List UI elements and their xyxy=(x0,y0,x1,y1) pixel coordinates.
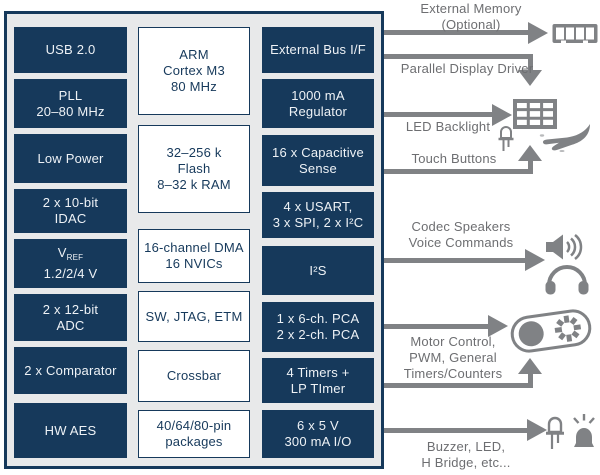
block-usart-spi-i2c-label: 4 x USART, 3 x SPI, 2 x I²C xyxy=(272,199,364,230)
block-timers-label: 4 Timers + LP TImer xyxy=(286,364,350,396)
block-i2s-label: I²S xyxy=(309,262,327,278)
block-comparator-label: 2 x Comparator xyxy=(24,362,117,378)
siren-icon xyxy=(570,412,598,455)
block-low-power: Low Power xyxy=(14,134,127,183)
arrow-led-backlight-head xyxy=(492,104,512,126)
block-debug: SW, JTAG, ETM xyxy=(138,291,250,342)
block-pll-label: PLL 20–80 MHz xyxy=(36,87,105,119)
block-capacitive-sense: 16 x Capacitive Sense xyxy=(262,135,374,186)
block-arm-core-label: ARM Cortex M3 80 MHz xyxy=(163,47,225,94)
block-flash-ram: 32–256 k Flash 8–32 k RAM xyxy=(138,125,250,213)
label-buzzer-led: Buzzer, LED, H Bridge, etc... xyxy=(421,439,511,470)
block-i2s: I²S xyxy=(262,246,374,295)
block-comparator: 2 x Comparator xyxy=(14,347,127,394)
block-idac-label: 2 x 10-bit IDAC xyxy=(42,195,99,226)
block-arm-core: ARM Cortex M3 80 MHz xyxy=(138,27,250,115)
arrow-touch-buttons-head xyxy=(518,145,542,161)
led-matrix-icon xyxy=(513,99,557,134)
block-crossbar: Crossbar xyxy=(138,350,250,402)
arrow-timers-head xyxy=(518,358,542,374)
arrow-touch-buttons-vshaft xyxy=(528,159,533,174)
block-pca: 1 x 6-ch. PCA 2 x 2-ch. PCA xyxy=(262,302,374,352)
headphones-icon xyxy=(544,263,590,300)
arrow-motor-shaft xyxy=(384,324,488,329)
arrow-external-memory-shaft xyxy=(384,30,528,35)
block-timers: 4 Timers + LP TImer xyxy=(262,358,374,403)
label-motor-control: Motor Control, PWM, General Timers/Count… xyxy=(403,334,503,381)
arrow-codec-shaft xyxy=(384,258,525,263)
block-flash-ram-label: 32–256 k Flash 8–32 k RAM xyxy=(157,145,231,192)
hand-touch-icon xyxy=(538,124,592,157)
block-crossbar-label: Crossbar xyxy=(166,368,222,383)
block-external-bus-label: External Bus I/F xyxy=(270,42,366,57)
block-io-label: 6 x 5 V 300 mA I/O xyxy=(284,418,352,449)
arrow-touch-buttons-shaft xyxy=(384,169,533,174)
arrow-led-backlight-shaft xyxy=(384,112,492,117)
block-hw-aes: HW AES xyxy=(14,403,127,458)
block-packages: 40/64/80-pin packages xyxy=(138,410,250,458)
motor-icon xyxy=(508,307,594,360)
arrow-timers-shaft xyxy=(384,383,533,388)
block-hw-aes-label: HW AES xyxy=(44,422,97,438)
block-debug-label: SW, JTAG, ETM xyxy=(145,308,243,324)
block-capacitive-sense-label: 16 x Capacitive Sense xyxy=(272,144,364,176)
label-touch-buttons: Touch Buttons xyxy=(411,151,497,166)
block-dma-nvic-label: 16-channel DMA 16 NVICs xyxy=(144,240,244,271)
block-io: 6 x 5 V 300 mA I/O xyxy=(262,410,374,458)
label-codec-speakers: Codec Speakers Voice Commands xyxy=(408,219,514,250)
speaker-icon xyxy=(546,233,586,266)
block-regulator-label: 1000 mA Regulator xyxy=(288,87,348,119)
arrow-motor-head xyxy=(488,315,508,337)
block-adc-label: 2 x 12-bit ADC xyxy=(42,301,99,333)
block-idac: 2 x 10-bit IDAC xyxy=(14,189,127,233)
arrow-parallel-display-shaft xyxy=(384,54,533,59)
label-led-backlight: LED Backlight xyxy=(405,119,491,134)
block-pll: PLL 20–80 MHz xyxy=(14,79,127,128)
led-icon-2 xyxy=(544,414,566,455)
block-external-bus: External Bus I/F xyxy=(262,27,374,73)
memory-module-icon xyxy=(552,21,598,52)
arrow-timers-vshaft xyxy=(528,372,533,386)
block-adc: 2 x 12-bit ADC xyxy=(14,294,127,341)
label-external-memory: External Memory (Optional) xyxy=(420,1,522,32)
arrow-buzzer-shaft xyxy=(384,428,527,433)
block-usb: USB 2.0 xyxy=(14,27,127,73)
arrow-buzzer-head xyxy=(527,419,547,441)
label-parallel-display: Parallel Display Driver xyxy=(400,61,534,76)
block-pca-label: 1 x 6-ch. PCA 2 x 2-ch. PCA xyxy=(276,311,360,342)
arrow-external-memory-head xyxy=(528,22,548,44)
led-icon xyxy=(497,124,515,157)
block-dma-nvic: 16-channel DMA 16 NVICs xyxy=(138,229,250,283)
arrow-parallel-display-vshaft xyxy=(528,54,533,72)
block-usb-label: USB 2.0 xyxy=(45,42,96,57)
block-packages-label: 40/64/80-pin packages xyxy=(156,418,232,449)
arrow-parallel-display-head xyxy=(518,70,542,86)
block-regulator: 1000 mA Regulator xyxy=(262,79,374,128)
block-usart-spi-i2c: 4 x USART, 3 x SPI, 2 x I²C xyxy=(262,192,374,238)
arrow-codec-head xyxy=(525,249,545,271)
block-low-power-label: Low Power xyxy=(37,150,104,166)
